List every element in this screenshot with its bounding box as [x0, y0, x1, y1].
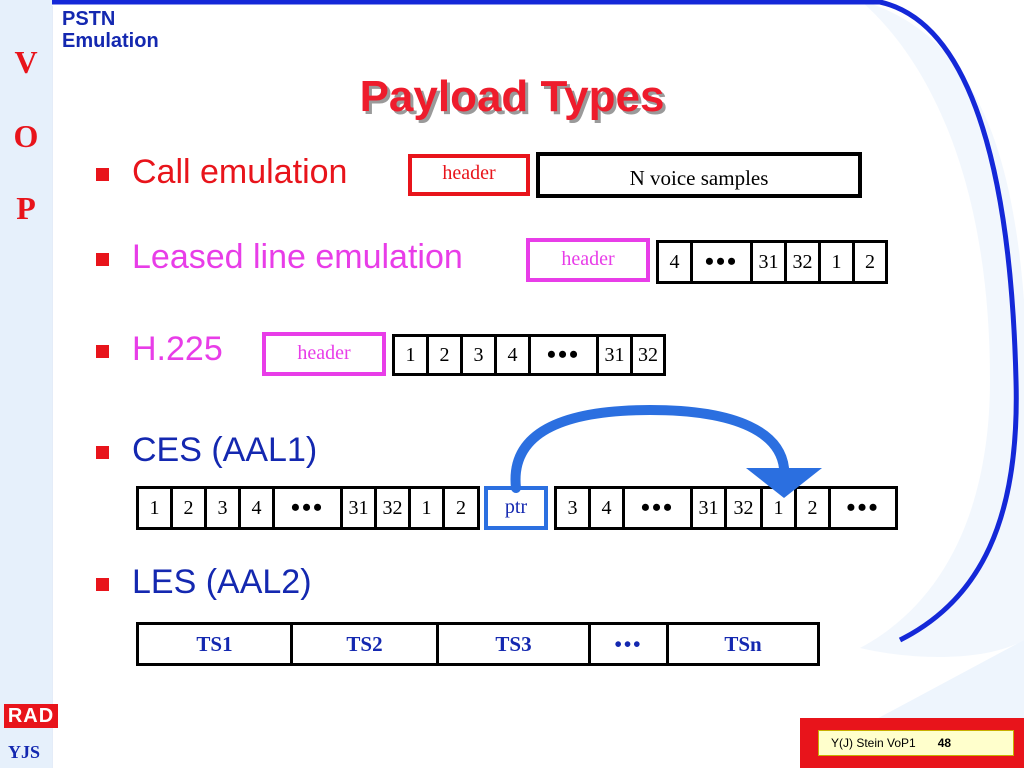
leased-header-box: header	[526, 238, 650, 282]
leased-timeslot-row: 4 ••• 31 32 1 2	[656, 240, 888, 284]
bullet-les: LES (AAL2)	[132, 563, 312, 601]
timeslot-cell: 3	[463, 337, 497, 373]
timeslot-cell: 31	[599, 337, 633, 373]
ts-cell: TS1	[139, 625, 293, 663]
timeslot-cell: 1	[411, 489, 445, 527]
ts-cell: TS2	[293, 625, 439, 663]
ellipsis-cell: •••	[531, 337, 599, 373]
timeslot-cell: 3	[207, 489, 241, 527]
ellipsis-cell: •••	[275, 489, 343, 527]
footer-label: Y(J) Stein VoP1 48	[818, 730, 1014, 756]
ts-cell: TSn	[724, 631, 762, 656]
ellipsis-cell: •••	[693, 243, 753, 281]
timeslot-cell: 1	[139, 489, 173, 527]
timeslot-cell: 3	[557, 489, 591, 527]
timeslot-cell: 2	[173, 489, 207, 527]
section-label: PSTN Emulation	[62, 8, 159, 52]
ellipsis-cell: •••	[625, 489, 693, 527]
ellipsis-cell: •••	[591, 625, 669, 663]
bullet-ces: CES (AAL1)	[132, 431, 318, 469]
timeslot-cell: 1	[821, 243, 855, 281]
h225-header-box: header	[262, 332, 386, 376]
section-line-2: Emulation	[62, 30, 159, 52]
timeslot-cell: 4	[497, 337, 531, 373]
timeslot-cell: 2	[865, 250, 875, 273]
timeslot-cell: 1	[395, 337, 429, 373]
timeslot-cell: 32	[727, 489, 763, 527]
timeslot-cell: 32	[787, 243, 821, 281]
timeslot-cell: 1	[763, 489, 797, 527]
timeslot-cell: 2	[456, 496, 466, 519]
bullet-h225: H.225	[132, 330, 223, 368]
timeslot-cell: 31	[343, 489, 377, 527]
timeslot-cell: 4	[241, 489, 275, 527]
timeslot-cell: 2	[797, 489, 831, 527]
timeslot-cell: 32	[377, 489, 411, 527]
h225-timeslot-row: 1 2 3 4 ••• 31 32	[392, 334, 666, 376]
side-letter-v: V	[14, 44, 38, 80]
timeslot-cell: 32	[638, 343, 658, 366]
ces-right-timeslot-row: 3 4 ••• 31 32 1 2 •••	[554, 486, 898, 530]
pointer-arrow	[510, 404, 822, 498]
page-title: Payload Types	[359, 72, 665, 121]
footer-course: Y(J) Stein VoP1	[831, 736, 916, 750]
ellipsis-cell: •••	[846, 493, 880, 522]
sidebar	[0, 0, 52, 768]
call-payload-box: N voice samples	[536, 152, 862, 198]
timeslot-cell: 4	[591, 489, 625, 527]
bullet-call-emulation: Call emulation	[132, 153, 348, 191]
bullet-marker	[96, 446, 109, 459]
frame-curve	[52, 0, 1019, 643]
author-initials: YJS	[8, 742, 41, 762]
timeslot-cell: 2	[429, 337, 463, 373]
side-letter-p: P	[16, 190, 36, 226]
bullet-leased-line: Leased line emulation	[132, 238, 463, 276]
bullet-marker	[96, 253, 109, 266]
timeslot-cell: 4	[659, 243, 693, 281]
bullet-marker	[96, 345, 109, 358]
bullet-marker	[96, 168, 109, 181]
ts-cell: TS3	[439, 625, 591, 663]
footer-bar: Y(J) Stein VoP1 48	[800, 718, 1024, 768]
timeslot-cell: 31	[753, 243, 787, 281]
rad-logo: RAD	[4, 704, 58, 728]
les-timeslot-row: TS1 TS2 TS3 ••• TSn	[136, 622, 820, 666]
call-header-box: header	[408, 154, 530, 196]
footer-page-number: 48	[937, 736, 952, 750]
bullet-marker	[96, 578, 109, 591]
side-letter-o: O	[13, 118, 39, 154]
timeslot-cell: 31	[693, 489, 727, 527]
section-line-1: PSTN	[62, 8, 116, 30]
ces-left-timeslot-row: 1 2 3 4 ••• 31 32 1 2	[136, 486, 480, 530]
